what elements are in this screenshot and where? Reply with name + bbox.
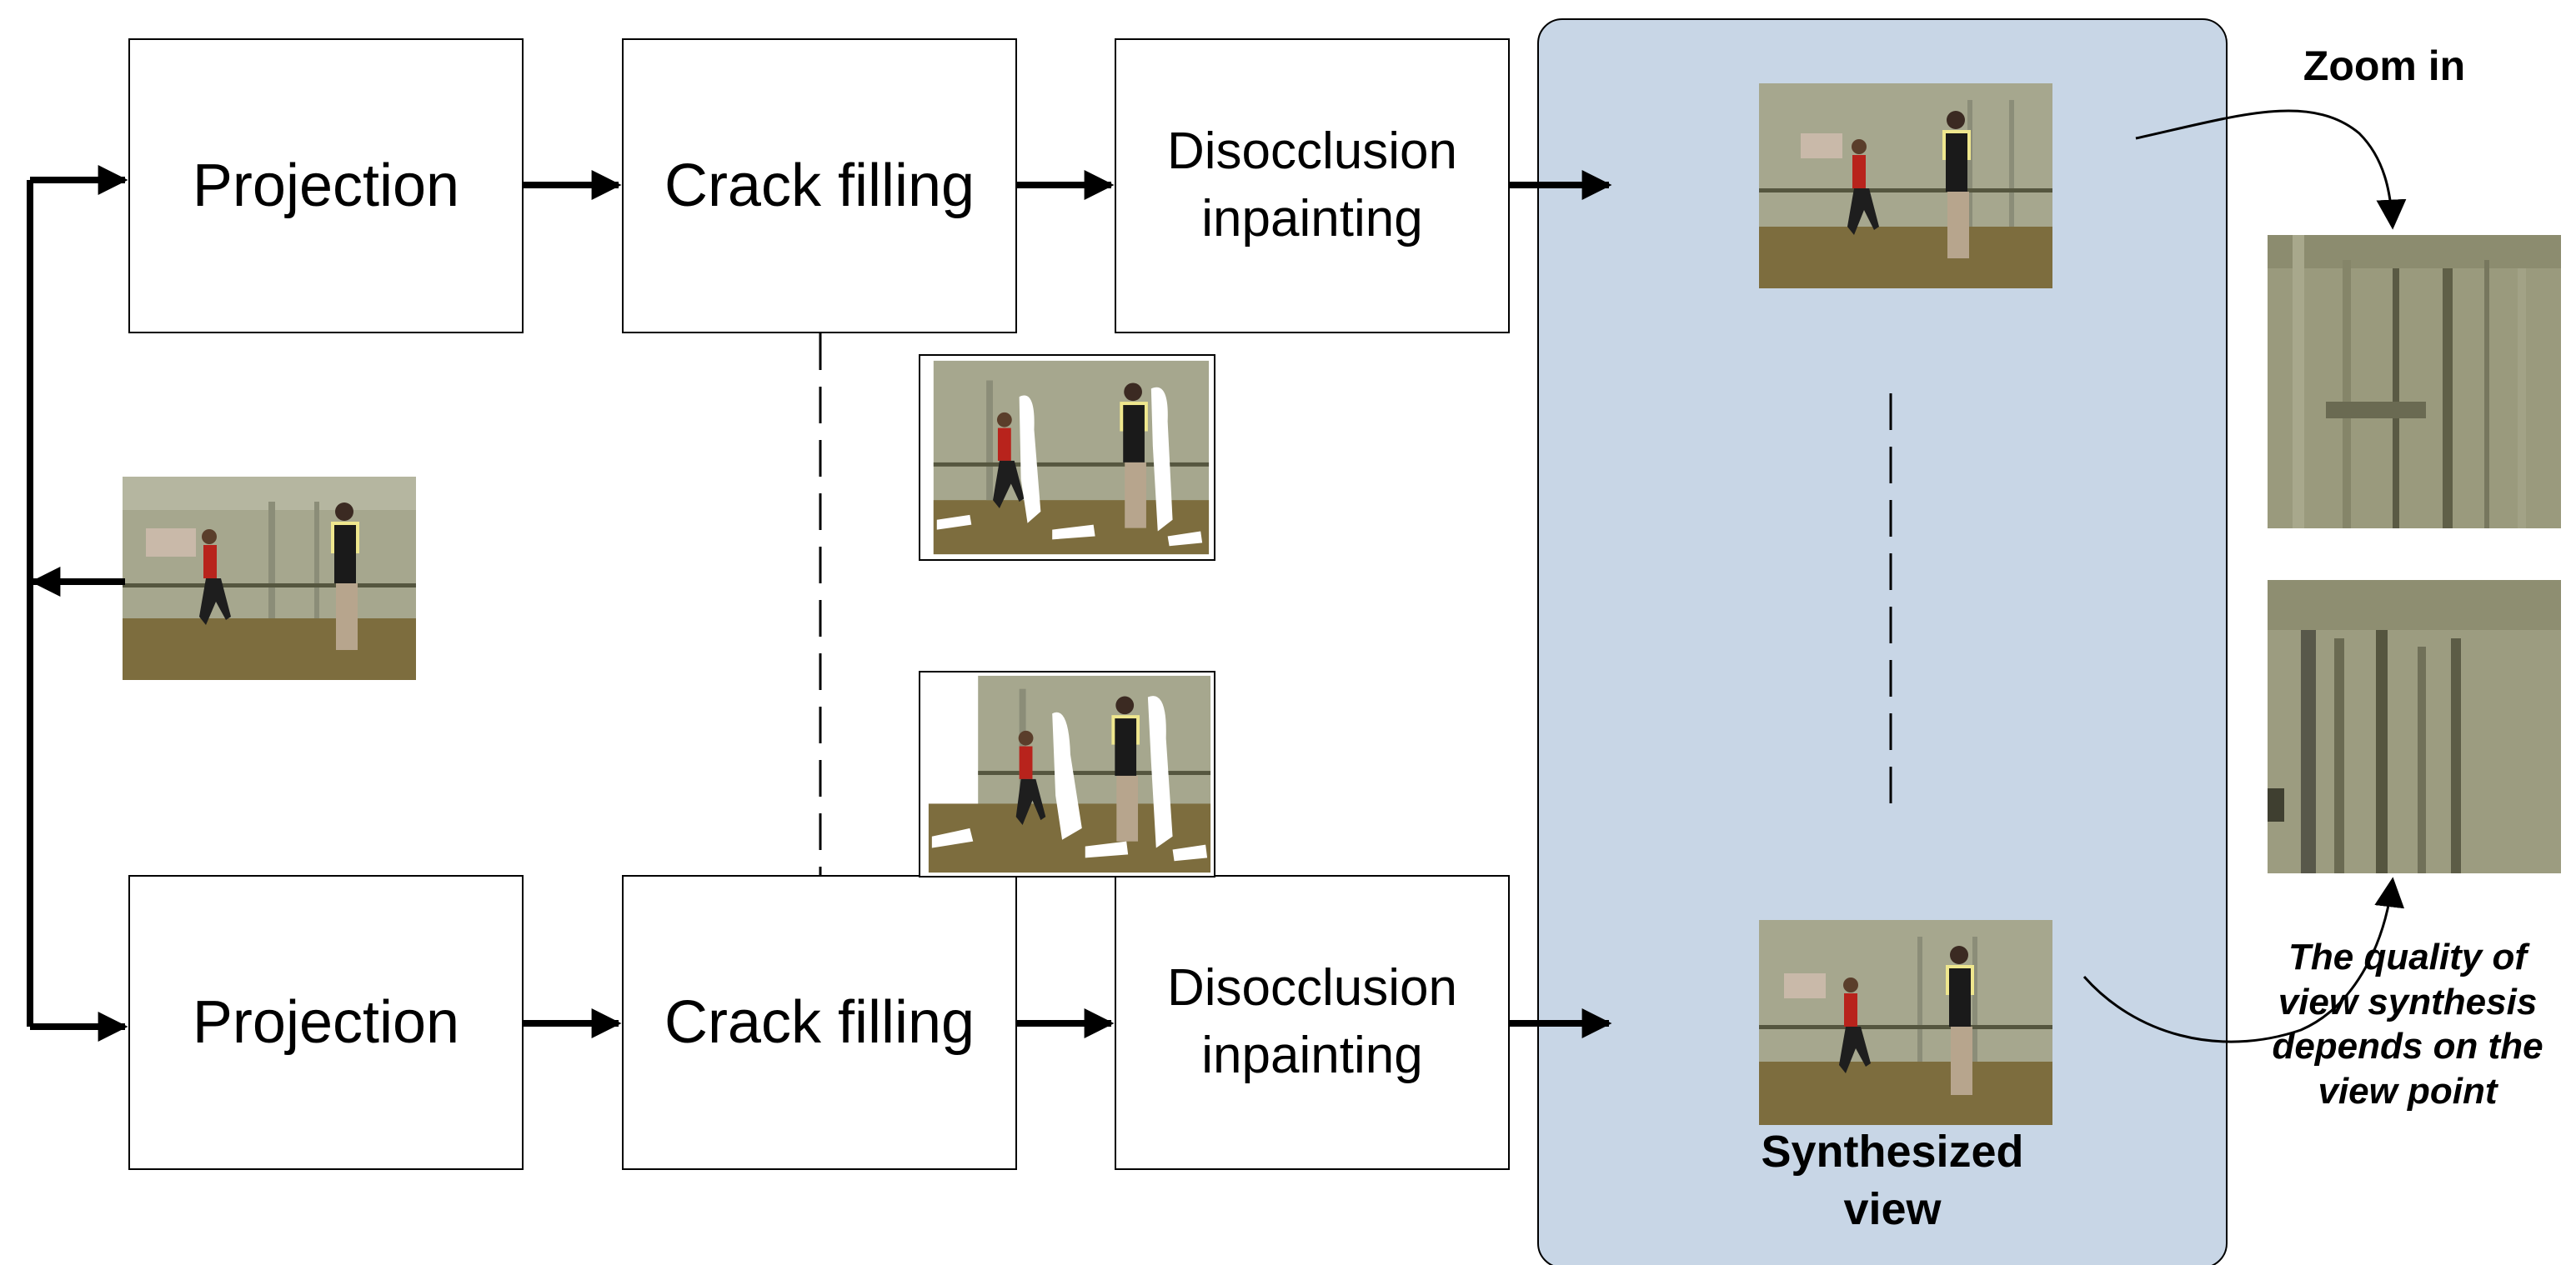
zoom-arrow-top — [2135, 109, 2407, 230]
zoom-in-label: Zoom in — [2303, 42, 2466, 89]
zoom-crop-top-drawing — [2268, 235, 2561, 528]
disocclusion-box-top: Disocclusion inpainting — [1115, 38, 1510, 333]
synthesized-view-label: Synthesized view — [1761, 1127, 2024, 1235]
disocclusion-box-bottom: Disocclusion inpainting — [1115, 875, 1510, 1170]
quality-note: The quality of view synthesis depends on… — [2272, 937, 2543, 1112]
synthesized-view-top-image — [1759, 83, 2052, 288]
zoom-crop-bottom-image — [2268, 580, 2561, 873]
synthesized-view-top-drawing — [1759, 83, 2052, 288]
projection-label-bottom: Projection — [192, 988, 460, 1056]
input-frame-image — [123, 477, 416, 680]
zoom-arrow-bottom — [2082, 877, 2405, 1043]
crack-filling-label-top: Crack filling — [664, 152, 975, 219]
disocclusion-label-top: Disocclusion inpainting — [1166, 122, 1458, 248]
zoom-crop-top-image — [2268, 235, 2561, 528]
projection-box-bottom: Projection — [128, 875, 524, 1170]
synthesized-view-bottom-drawing — [1759, 920, 2052, 1125]
warped-view-top-drawing — [920, 356, 1214, 559]
crack-filling-label-bottom: Crack filling — [664, 988, 975, 1056]
warped-view-bottom-image — [919, 671, 1215, 878]
zoom-crop-bottom-drawing — [2268, 580, 2561, 873]
projection-box-top: Projection — [128, 38, 524, 333]
crack-filling-box-bottom: Crack filling — [622, 875, 1017, 1170]
warped-view-top-image — [919, 354, 1215, 561]
warped-view-bottom-drawing — [920, 672, 1214, 876]
input-branch-lines — [27, 165, 128, 1042]
synthesized-view-bottom-image — [1759, 920, 2052, 1125]
disocclusion-label-bottom: Disocclusion inpainting — [1166, 959, 1458, 1084]
input-frame-drawing — [123, 477, 416, 680]
crack-filling-box-top: Crack filling — [622, 38, 1017, 333]
projection-label-top: Projection — [192, 152, 460, 219]
